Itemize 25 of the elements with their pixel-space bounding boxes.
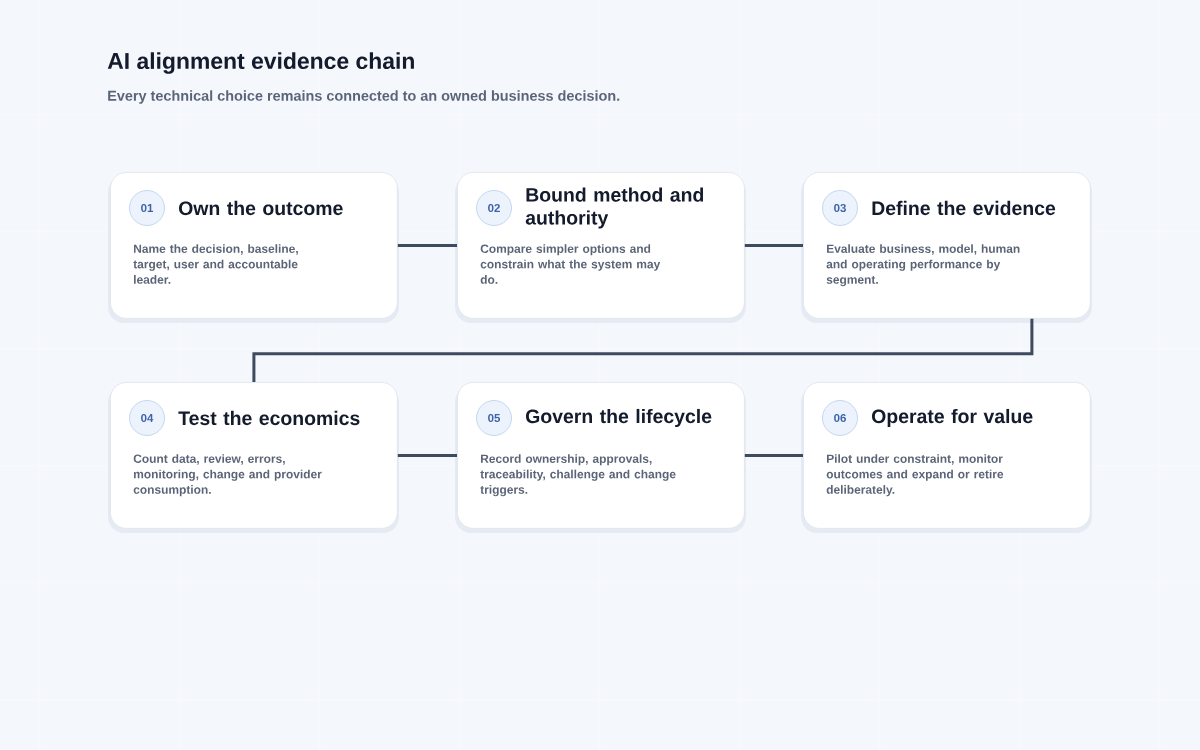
- title: AI alignment evidence chain: [107, 52, 414, 74]
- step-number: 05: [476, 400, 512, 436]
- step-description: Pilot under constraint, monitor outcomes and expand or retire deliberately.: [826, 454, 1004, 497]
- step-number: 01: [129, 190, 165, 226]
- step-number: 02: [476, 190, 512, 226]
- step-description: Name the decision, baseline, target, user and accountable leader.: [133, 244, 298, 284]
- step-heading: Bound method and authority: [525, 187, 704, 229]
- step-heading: Define the evidence: [872, 200, 1056, 216]
- step-number: 06: [822, 400, 858, 436]
- step-number: 04: [129, 400, 165, 436]
- connector-line: [744, 243, 803, 247]
- step-description: Record ownership, approvals, traceability, challenge and change triggers.: [480, 454, 676, 497]
- step-heading: Govern the lifecycle: [526, 408, 712, 428]
- step-description: Compare simpler options and constrain what the system may do.: [480, 244, 661, 284]
- step-number: 03: [822, 190, 858, 226]
- step-heading: Own the outcome: [179, 200, 343, 216]
- connector-line: [252, 318, 1034, 382]
- step-heading: Operate for value: [872, 408, 1033, 428]
- connector-line: [397, 453, 457, 457]
- connector-line: [397, 243, 457, 247]
- step-description: Count data, review, errors, monitoring, change and provider consumption.: [133, 454, 322, 497]
- connector-line: [744, 453, 803, 457]
- step-heading: Test the economics: [178, 410, 360, 426]
- subtitle: Every technical choice remains connected to an owned business decision.: [108, 90, 620, 104]
- step-description: Evaluate business, model, human and operating performance by segment.: [826, 244, 1020, 287]
